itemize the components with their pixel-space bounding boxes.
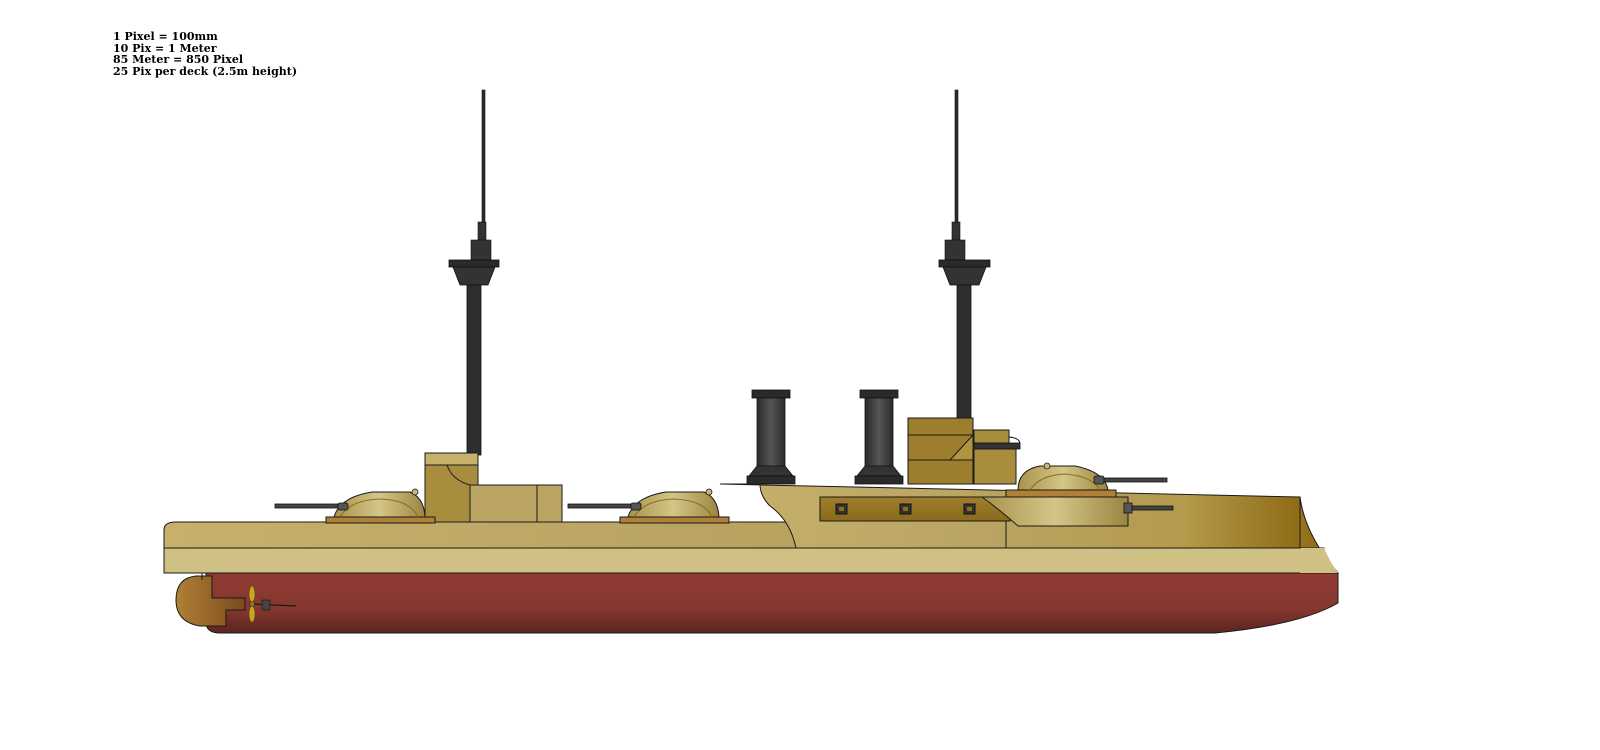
scale-note-length: 85 Meter = 850 Pixel	[113, 53, 244, 66]
waterline-band	[163, 547, 1325, 574]
fore-mast	[938, 89, 991, 426]
aft-mast	[448, 89, 500, 456]
bridge-structure	[907, 417, 1021, 485]
scale-note-pixel: 1 Pixel = 100mm	[113, 30, 218, 43]
scale-note-meter: 10 Pix = 1 Meter	[113, 41, 217, 55]
turret-aft	[274, 488, 436, 524]
funnel-aft	[746, 389, 796, 485]
lower-hull	[205, 572, 1339, 634]
turret-forward	[980, 462, 1174, 527]
funnel-fore	[854, 389, 904, 485]
stern-counter	[175, 575, 246, 627]
aft-superstructure	[424, 452, 563, 523]
scale-note-deck: 25 Pix per deck (2.5m height)	[113, 64, 298, 78]
propeller-icon	[248, 585, 297, 623]
casemate-belt	[819, 496, 1011, 522]
turret-midships	[567, 488, 730, 524]
scale-notes: 1 Pixel = 100mm 10 Pix = 1 Meter 85 Mete…	[113, 31, 297, 77]
